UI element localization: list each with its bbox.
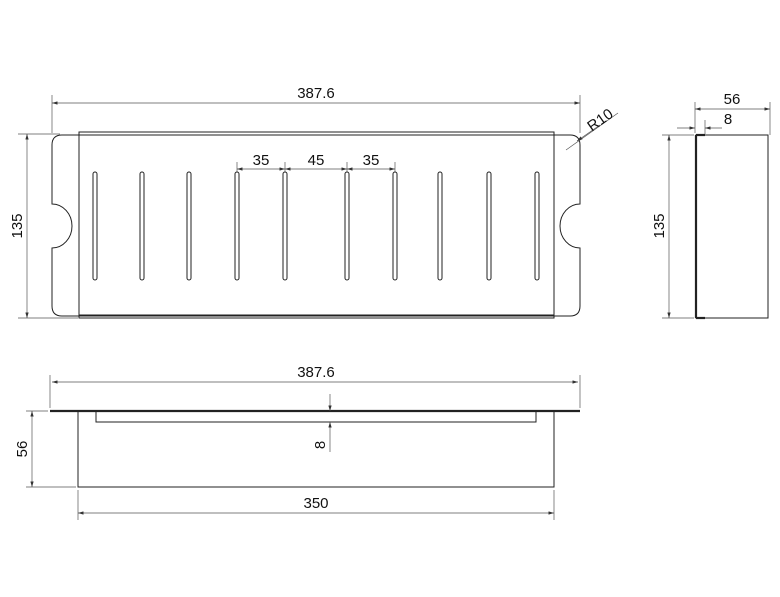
plate-outline — [51, 134, 581, 317]
dim-label: 35 — [253, 152, 270, 169]
dim-label: 8 — [312, 441, 329, 449]
slot — [486, 171, 492, 281]
side-outline — [695, 134, 769, 319]
dim-label: 135 — [9, 213, 26, 238]
side-view: 56 8 135 — [651, 91, 771, 320]
dim-overall-length: 387.6 — [49, 364, 581, 408]
dim-corner-radius: R10 — [565, 105, 619, 151]
dim-label: 387.6 — [297, 85, 335, 102]
dim-depth: 56 — [694, 91, 771, 135]
dim-flange: 8 — [677, 111, 732, 134]
dim-slot-spacing: 35 45 35 — [236, 152, 396, 172]
tray-inner — [78, 134, 555, 316]
dim-overall-length: 387.6 — [51, 85, 581, 133]
dim-label: 56 — [14, 441, 31, 458]
dim-label: 350 — [303, 495, 328, 512]
dim-label: 8 — [724, 111, 732, 128]
dim-height: 135 — [9, 133, 78, 319]
slot — [534, 171, 540, 281]
dim-inset: 8 — [312, 394, 332, 452]
dim-label: 135 — [651, 213, 668, 238]
top-view: 387.6 135 35 45 35 R10 — [9, 85, 619, 319]
insert-outline — [95, 410, 537, 423]
slot — [92, 171, 98, 281]
dim-label: R10 — [584, 105, 616, 135]
dim-depth: 56 — [14, 410, 76, 488]
dim-label: 45 — [308, 152, 325, 169]
dim-height: 135 — [651, 134, 694, 319]
dim-label: 387.6 — [297, 364, 335, 381]
slot — [344, 171, 350, 281]
slot — [234, 171, 240, 281]
dim-label: 35 — [363, 152, 380, 169]
dim-label: 56 — [724, 91, 741, 108]
slot — [139, 171, 145, 281]
slot — [186, 171, 192, 281]
slot — [392, 171, 398, 281]
slot — [282, 171, 288, 281]
front-view: 387.6 8 56 350 — [14, 364, 581, 520]
slot — [437, 171, 443, 281]
slots — [92, 171, 540, 281]
dim-body-length: 350 — [77, 490, 555, 520]
